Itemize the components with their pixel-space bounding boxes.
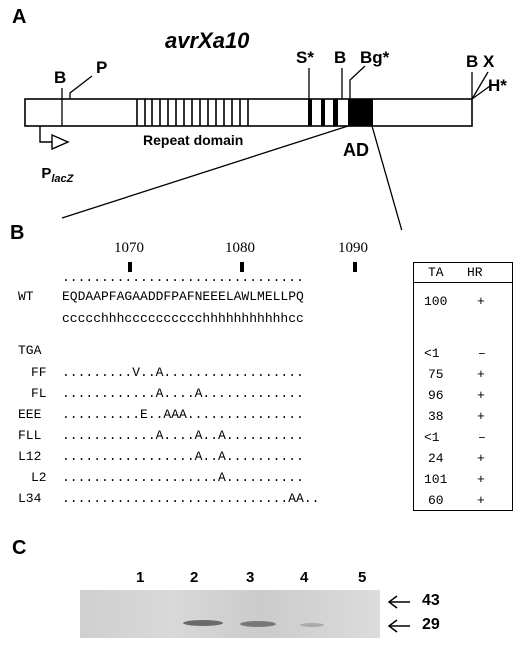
site-bg-line [350, 66, 365, 99]
header-hr: HR [467, 265, 483, 280]
hr-l34: + [477, 493, 485, 508]
row-name-ff: FF [31, 365, 47, 380]
promoter-subscript: lacZ [51, 173, 73, 185]
site-label-b3: B [466, 52, 478, 72]
hr-ff: + [477, 367, 485, 382]
zoom-line-right [372, 126, 404, 230]
site-p-line [70, 76, 92, 99]
site-x-line [472, 72, 488, 99]
row-name-wt: WT [18, 289, 34, 304]
ruler-dots: ............................... [62, 270, 304, 285]
row-seq-ss: ccccchhhcccccccccchhhhhhhhhhhcc [62, 311, 304, 326]
hr-fl: + [477, 388, 485, 403]
repeat-domain-label: Repeat domain [143, 132, 243, 148]
lane-2: 2 [190, 569, 198, 586]
position-1080: 1080 [225, 240, 255, 257]
nls-bar-3 [333, 99, 338, 126]
hr-fll: – [478, 430, 486, 445]
promoter-prefix: P [41, 165, 51, 182]
site-label-x: X [483, 52, 494, 72]
header-ta: TA [428, 265, 444, 280]
lane-5: 5 [358, 569, 366, 586]
gene-map [0, 0, 521, 230]
row-name-fll: FLL [18, 428, 41, 443]
blot-bands [0, 590, 521, 650]
row-seq-fl: ............A....A............. [62, 386, 304, 401]
position-1070: 1070 [114, 240, 144, 257]
row-name-l34: L34 [18, 491, 41, 506]
row-seq-l34: .............................AA.. [62, 491, 319, 506]
ta-eee: 38 [428, 409, 444, 424]
hr-eee: + [477, 409, 485, 424]
row-seq-l2: ....................A.......... [62, 470, 304, 485]
lane-4: 4 [300, 569, 308, 586]
ta-tga: <1 [424, 346, 440, 361]
ta-l2: 101 [424, 472, 447, 487]
hr-wt: + [477, 294, 485, 309]
marker-29: 29 [422, 616, 440, 634]
ta-fll: <1 [424, 430, 440, 445]
ta-ff: 75 [428, 367, 444, 382]
lane-3: 3 [246, 569, 254, 586]
panel-label-c: C [12, 537, 26, 560]
hr-tga: – [478, 346, 486, 361]
row-name-l2: L2 [31, 470, 47, 485]
row-seq-ff: .........V..A.................. [62, 365, 304, 380]
site-label-bg: Bg* [360, 48, 389, 68]
ad-label: AD [343, 140, 369, 161]
ta-l34: 60 [428, 493, 444, 508]
row-name-eee: EEE [18, 407, 41, 422]
site-label-h: H* [488, 76, 507, 96]
row-seq-eee: ..........E..AAA............... [62, 407, 304, 422]
ta-wt: 100 [424, 294, 447, 309]
nls-bar-2 [321, 99, 325, 126]
promoter-line [40, 126, 52, 142]
site-label-p: P [96, 58, 107, 78]
hr-l12: + [477, 451, 485, 466]
nls-bar-1 [308, 99, 312, 126]
hr-l2: + [477, 472, 485, 487]
site-label-s: S* [296, 48, 314, 68]
site-label-b2: B [334, 48, 346, 68]
row-name-fl: FL [31, 386, 47, 401]
marker-43: 43 [422, 592, 440, 610]
row-seq-l12: .................A..A.......... [62, 449, 304, 464]
ta-l12: 24 [428, 451, 444, 466]
ad-block [348, 99, 373, 126]
promoter-arrowhead [52, 135, 68, 149]
results-table-header-rule [413, 282, 513, 283]
ta-fl: 96 [428, 388, 444, 403]
promoter-label: PlacZ [33, 148, 73, 185]
row-name-l12: L12 [18, 449, 41, 464]
lane-1: 1 [136, 569, 144, 586]
row-name-tga: TGA [18, 343, 41, 358]
row-seq-fll: ............A....A..A.......... [62, 428, 304, 443]
row-seq-wt: EQDAAPFAGAADDFPAFNEEELAWLMELLPQ [62, 289, 304, 304]
position-1090: 1090 [338, 240, 368, 257]
site-label-b1: B [54, 68, 66, 88]
